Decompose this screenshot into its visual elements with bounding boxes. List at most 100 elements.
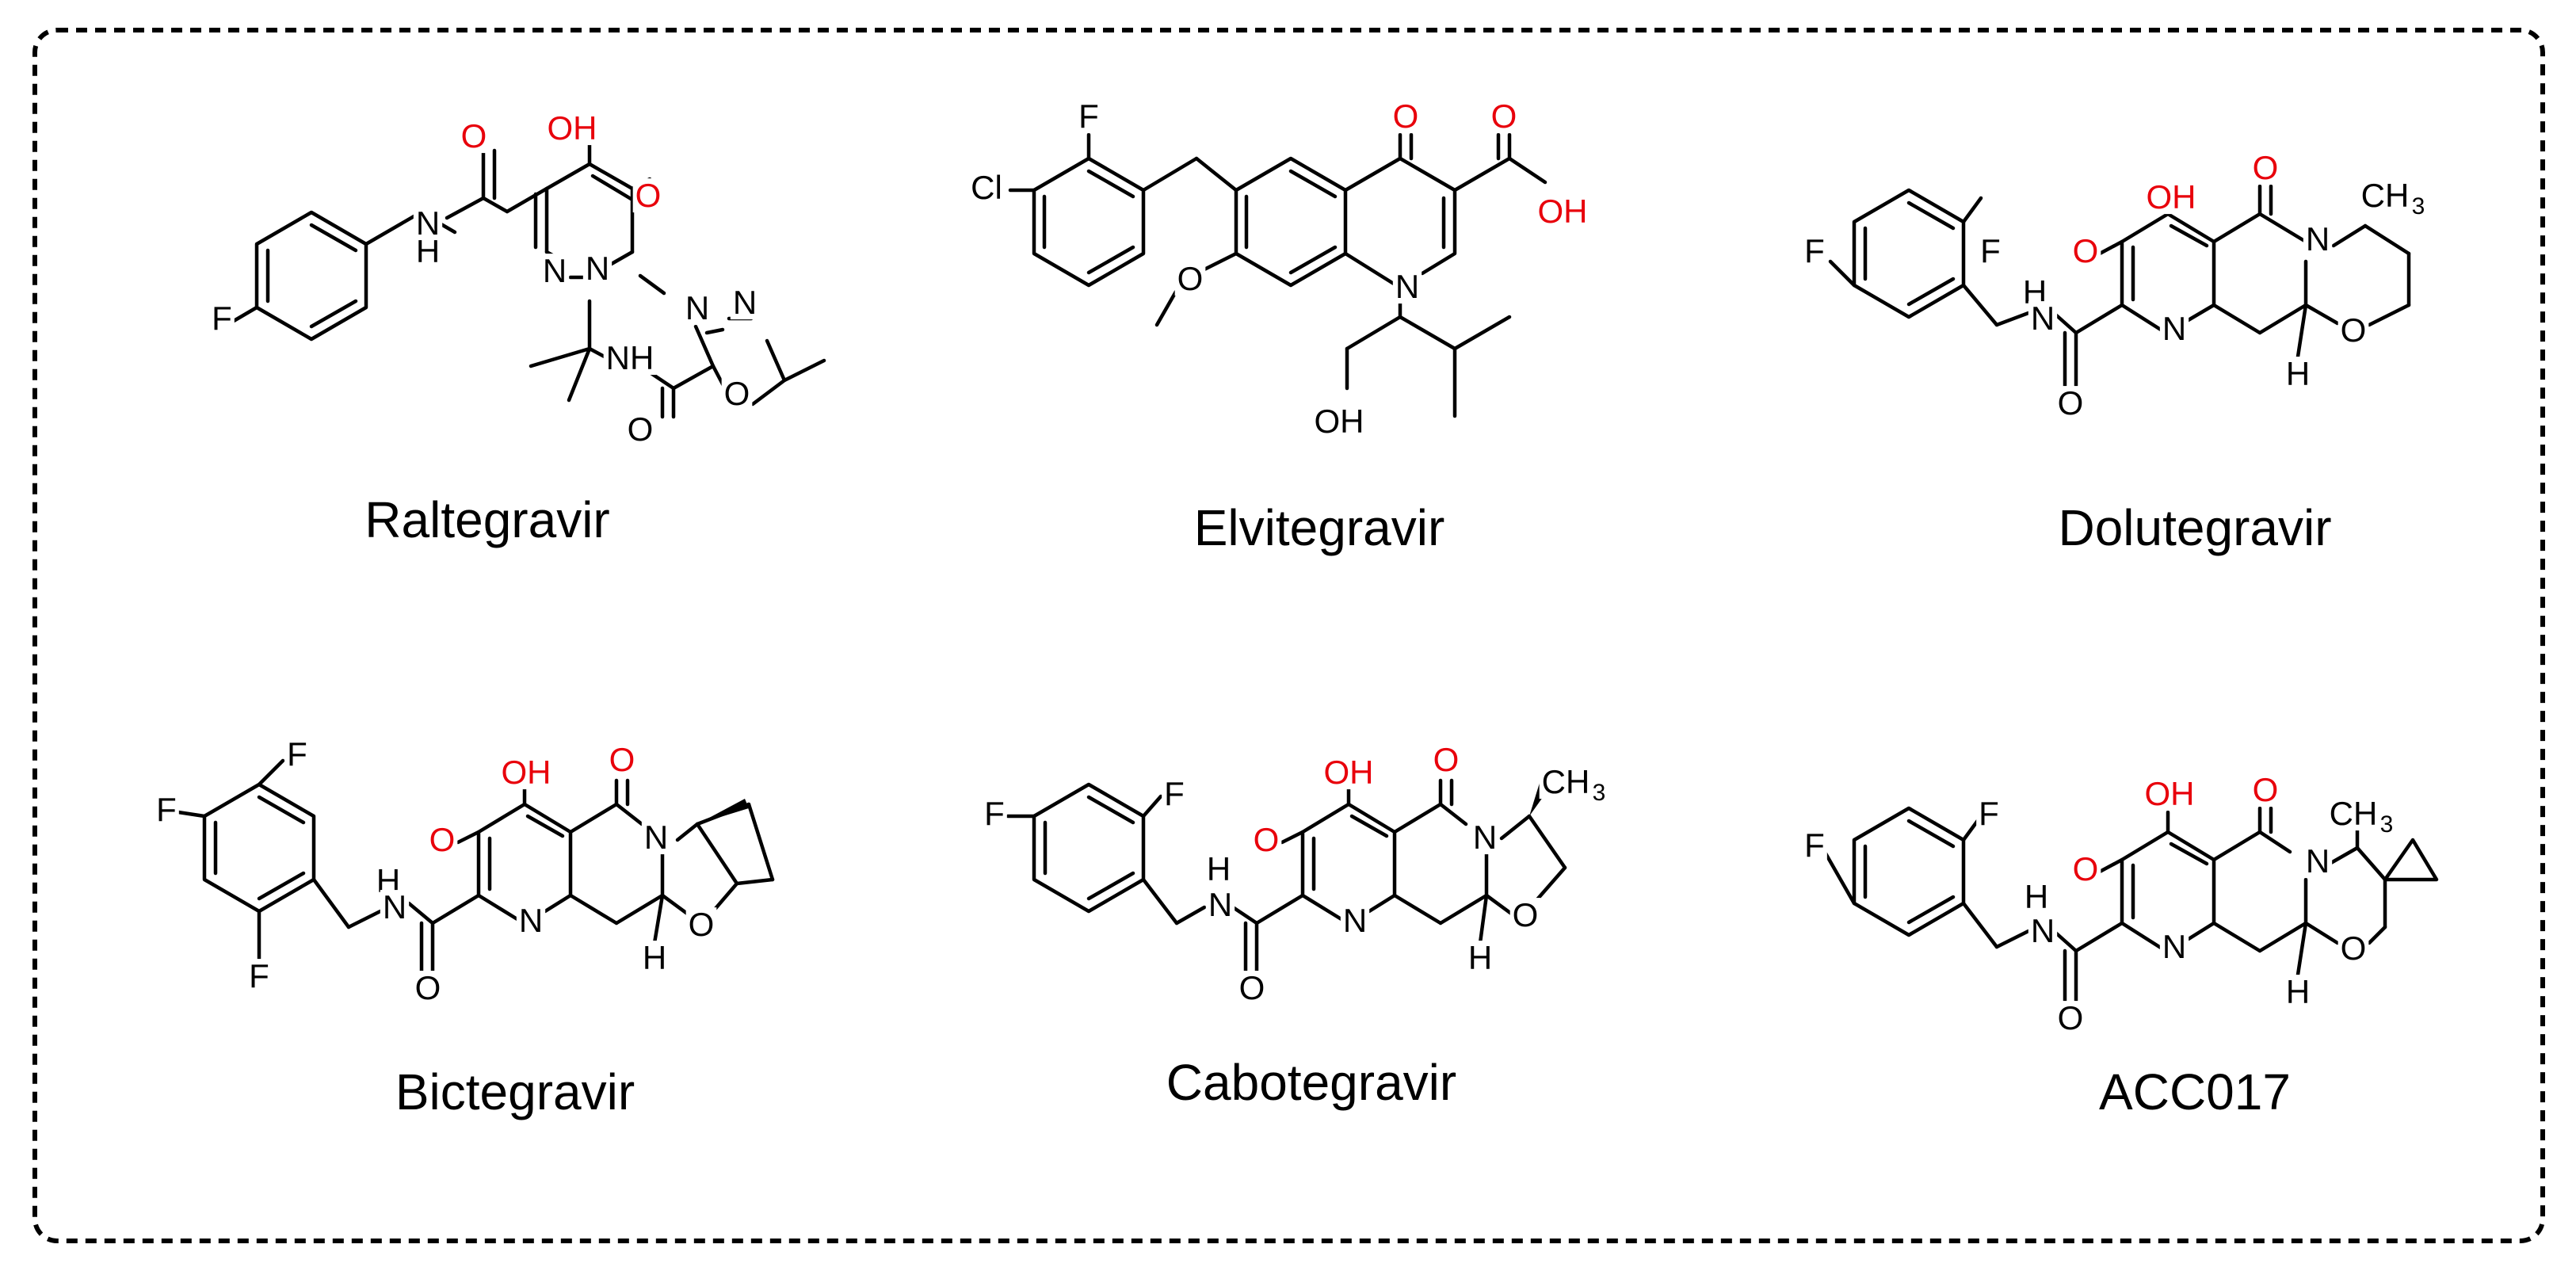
elvitegravir-atom-3: O <box>1393 97 1419 135</box>
acc017-atom-6: O <box>2073 850 2099 887</box>
atom-label-background <box>498 755 554 790</box>
atom-label-background <box>2021 880 2051 914</box>
raltegravir-atom-1: F <box>212 300 232 337</box>
elvitegravir-atom-1: Cl <box>971 169 1002 206</box>
raltegravir-atom-7: N <box>586 250 609 287</box>
raltegravir-atom-4: O <box>461 117 487 155</box>
atom-label-background <box>380 890 410 925</box>
atom-label-background <box>2142 777 2197 811</box>
atom-label-background <box>603 341 657 376</box>
atom-label-background <box>2337 931 2369 966</box>
atom-label-background <box>2283 357 2313 391</box>
bictegravir-atom-12: O <box>689 906 715 943</box>
atom-label-background <box>2143 180 2199 215</box>
acc017-atom-5: O <box>2058 999 2084 1036</box>
atom-label-background <box>154 792 179 827</box>
bictegravir-atom-13: H <box>643 939 666 976</box>
raltegravir-atom-8: N <box>543 252 567 289</box>
elvitegravir-atom-8: OH <box>1315 403 1364 440</box>
atom-label-background <box>1978 234 2003 269</box>
atom-label-background <box>1162 777 1187 811</box>
cabotegravir-atom-1: F <box>984 795 1005 832</box>
atom-label-background <box>1465 941 1495 975</box>
atom-label-background <box>2028 914 2058 948</box>
cabotegravir-atom-2: F <box>1164 775 1185 812</box>
cabotegravir-atom-13: CH <box>1542 763 1590 800</box>
dolutegravir-atom-5: O <box>2058 384 2084 422</box>
atom-label-background <box>582 251 613 286</box>
cabotegravir-atom-10: N <box>1473 819 1497 856</box>
atom-label-background <box>639 941 670 975</box>
atom-label-background <box>982 796 1007 831</box>
elvitegravir-label: Elvitegravir <box>1194 499 1445 556</box>
dolutegravir-atom-7: OH <box>2147 178 2196 216</box>
elvitegravir-atom-6: O <box>1177 260 1204 297</box>
cabotegravir-structure: F F H N O O OH O N N O H CH 3 Cabotegrav… <box>982 741 1609 1111</box>
atom-label-background <box>413 206 443 241</box>
atom-label-background <box>2028 301 2058 336</box>
dolutegravir-atom-4: N <box>2031 300 2055 337</box>
atom-label-background <box>2159 311 2189 346</box>
cabotegravir-atom-9: N <box>1343 902 1367 939</box>
dolutegravir-atom-9: N <box>2162 310 2186 347</box>
acc017-label: ACC017 <box>2099 1063 2291 1120</box>
cabotegravir-methyl-subscript: 3 <box>1593 780 1606 806</box>
bictegravir-structure: F F F H N O O OH O N N O H Bictegravir <box>154 735 775 1120</box>
atom-label-background <box>1539 765 1593 800</box>
cabotegravir-atom-3: H <box>1207 850 1231 887</box>
atom-label-background <box>624 412 656 447</box>
atom-label-background <box>1321 755 1376 790</box>
dolutegravir-structure: F F H N O O OH O N N O H CH 3 Dolutegrav… <box>1802 149 2428 556</box>
atom-label-background <box>2055 386 2086 421</box>
cabotegravir-atom-8: O <box>1433 741 1460 778</box>
acc017-atom-1: F <box>1804 826 1825 864</box>
atom-label-background <box>1589 781 1609 804</box>
bictegravir-label: Bictegravir <box>395 1063 635 1120</box>
bictegravir-atom-1: F <box>156 791 177 828</box>
atom-label-background <box>284 737 310 772</box>
acc017-atom-12: H <box>2286 973 2310 1010</box>
atom-label-background <box>721 376 753 411</box>
atom-label-background <box>1392 269 1422 304</box>
dolutegravir-atom-13: CH <box>2361 177 2410 214</box>
atom-label-background <box>2250 773 2281 807</box>
dolutegravir-atom-6: O <box>2073 232 2099 269</box>
acc017-methyl-subscript: 3 <box>2380 811 2394 838</box>
atom-label-background <box>1430 742 1462 777</box>
bictegravir-atom-6: O <box>415 969 441 1006</box>
bictegravir-atom-10: N <box>519 902 543 939</box>
acc017-atom-8: O <box>2253 771 2279 808</box>
bictegravir-atom-11: N <box>644 819 668 856</box>
atom-label-background <box>2303 222 2333 257</box>
atom-label-background <box>1535 194 1590 229</box>
atom-label-background <box>1509 898 1541 933</box>
acc017-atom-4: N <box>2031 912 2055 949</box>
dashed-frame <box>32 28 2545 1243</box>
atom-label-background <box>412 971 444 1006</box>
atom-label-background <box>458 119 490 154</box>
cabotegravir-atom-4: N <box>1208 886 1232 923</box>
elvitegravir-atom-2: F <box>1078 97 1099 135</box>
atom-label-background <box>544 111 600 146</box>
cabotegravir-label: Cabotegravir <box>1166 1054 1456 1111</box>
dolutegravir-methyl-subscript: 3 <box>2412 193 2425 219</box>
atom-label-background <box>2377 812 2396 836</box>
raltegravir-atom-9: NH <box>606 339 654 376</box>
atom-label-background <box>2070 852 2101 887</box>
acc017-atom-13: CH <box>2330 795 2378 832</box>
atom-label-background <box>685 907 717 942</box>
bictegravir-atom-3: F <box>249 957 269 994</box>
atom-label-background <box>1390 99 1422 134</box>
atom-label-background <box>1236 971 1268 1006</box>
atom-label-background <box>1470 820 1500 855</box>
elvitegravir-atom-5: OH <box>1538 193 1588 230</box>
atom-label-background <box>2337 313 2369 348</box>
bictegravir-atom-7: O <box>429 821 456 858</box>
atom-label-background <box>1205 887 1235 922</box>
cabotegravir-atom-11: O <box>1513 896 1539 933</box>
dolutegravir-atom-8: O <box>2253 149 2279 186</box>
dolutegravir-atom-2: F <box>1980 232 2001 269</box>
acc017-atom-7: OH <box>2145 775 2195 812</box>
atom-label-background <box>730 285 760 320</box>
raltegravir-structure: F H N O OH O N N NH O N N O Raltegravir <box>209 109 826 548</box>
